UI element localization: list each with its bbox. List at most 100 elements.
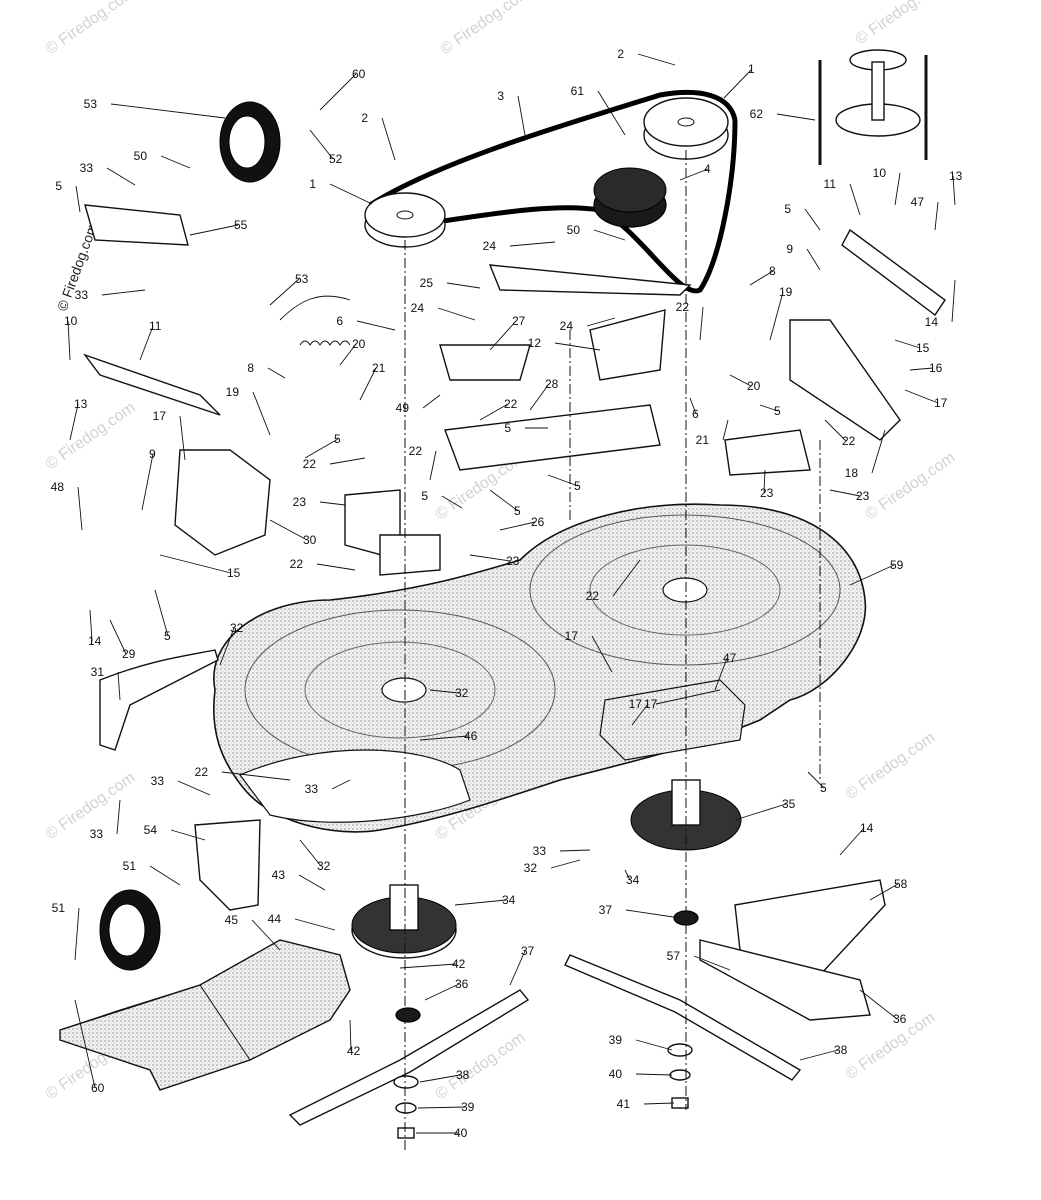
part-callout-36: 36 — [455, 977, 469, 991]
part-callout-11: 11 — [824, 177, 837, 191]
part-callout-37: 37 — [521, 944, 535, 958]
part-callout-48: 48 — [51, 480, 65, 494]
callout-leader — [723, 68, 753, 99]
callout-leader — [106, 167, 136, 186]
right-blade — [564, 954, 802, 1081]
callout-leader — [69, 403, 79, 441]
part-callout-32: 32 — [230, 621, 244, 635]
watermark-text: © Firedog.com — [843, 729, 939, 803]
part-callout-23: 23 — [506, 554, 520, 568]
part-callout-53: 53 — [295, 272, 309, 286]
gauge-wheel-top — [219, 101, 281, 183]
part-callout-55: 55 — [234, 218, 248, 232]
part-callout-2: 2 — [361, 111, 368, 125]
callout-leader — [331, 779, 351, 790]
callout-leader — [547, 474, 579, 487]
callout-leader — [643, 1102, 675, 1105]
part-callout-22: 22 — [842, 434, 856, 448]
part-callout-19: 19 — [226, 385, 240, 399]
part-callout-42: 42 — [452, 957, 466, 971]
part-callout-40: 40 — [609, 1067, 623, 1081]
watermark-text: © Firedog.com — [43, 0, 139, 58]
drive-belt — [368, 90, 738, 294]
part-callout-37: 37 — [599, 903, 613, 917]
callout-leader — [749, 270, 774, 286]
callout-leader — [101, 289, 146, 296]
assembly-axis-lines — [404, 150, 821, 1150]
part-callout-5: 5 — [774, 404, 781, 418]
part-callout-5: 5 — [334, 432, 341, 446]
callout-leader — [635, 1039, 673, 1051]
part-callout-42: 42 — [347, 1044, 361, 1058]
callout-leader — [714, 657, 728, 691]
callout-leader — [356, 320, 396, 331]
part-callout-25: 25 — [420, 276, 434, 290]
part-callout-11: 11 — [149, 319, 162, 333]
callout-leader — [67, 320, 71, 361]
callout-leader — [722, 419, 729, 441]
part-callout-5: 5 — [784, 202, 791, 216]
part-callout-22: 22 — [290, 557, 304, 571]
part-callout-27: 27 — [512, 314, 526, 328]
part-callout-17: 17 — [934, 396, 948, 410]
part-callout-23: 23 — [293, 495, 307, 509]
watermark-text: © Firedog.com — [843, 1009, 939, 1083]
callout-leader — [77, 486, 83, 531]
callout-leader — [479, 403, 509, 421]
callout-leader — [399, 963, 457, 969]
part-callout-5: 5 — [55, 179, 62, 193]
blade-hardware-right — [667, 1043, 693, 1109]
callout-leader — [117, 671, 121, 701]
part-callout-32: 32 — [455, 686, 469, 700]
part-callout-17: 17 — [565, 629, 579, 643]
part-callout-59: 59 — [890, 558, 904, 572]
part-callout-43: 43 — [272, 868, 286, 882]
callout-leader — [252, 391, 271, 436]
callout-leader — [319, 501, 346, 506]
part-callout-5: 5 — [164, 629, 171, 643]
callout-leader — [141, 453, 154, 511]
callout-leader — [110, 103, 226, 119]
callout-leader — [693, 955, 731, 971]
part-callout-60: 60 — [352, 67, 366, 81]
callout-leader — [909, 367, 934, 371]
callout-leader — [699, 306, 704, 341]
part-callout-26: 26 — [531, 515, 545, 529]
callout-leader — [807, 771, 825, 789]
part-callout-21: 21 — [372, 361, 386, 375]
part-callout-6: 6 — [692, 407, 699, 421]
callout-leader — [304, 438, 339, 459]
part-callout-32: 32 — [524, 861, 538, 875]
callout-leader — [269, 519, 308, 541]
callout-leader — [517, 95, 526, 136]
part-callout-58: 58 — [894, 877, 908, 891]
part-callout-40: 40 — [454, 1126, 468, 1140]
part-callout-5: 5 — [574, 479, 581, 493]
part-callout-51: 51 — [52, 901, 66, 915]
part-callout-34: 34 — [502, 893, 516, 907]
tension-spring — [279, 295, 351, 346]
callout-leader — [309, 129, 334, 160]
part-callout-14: 14 — [860, 821, 874, 835]
callout-leader — [849, 183, 861, 216]
part-callout-57: 57 — [667, 949, 681, 963]
callout-leader — [734, 803, 787, 821]
part-callout-17: 17 — [644, 697, 658, 711]
callout-leader — [139, 325, 154, 361]
part-callout-1: 1 — [309, 177, 316, 191]
part-callout-5: 5 — [820, 781, 827, 795]
part-callout-23: 23 — [760, 486, 774, 500]
callout-leader — [612, 559, 641, 597]
part-callout-47: 47 — [723, 651, 737, 665]
spare-pulley-assembly — [818, 49, 928, 165]
part-callout-38: 38 — [834, 1043, 848, 1057]
callout-leader — [806, 248, 821, 271]
callout-leader — [759, 404, 779, 412]
callout-leader — [422, 394, 441, 409]
part-callout-33: 33 — [533, 844, 547, 858]
part-callout-31: 31 — [91, 665, 105, 679]
part-callout-1: 1 — [748, 62, 755, 76]
part-callout-35: 35 — [782, 797, 796, 811]
part-callout-46: 46 — [464, 729, 478, 743]
callout-leader — [269, 278, 300, 306]
